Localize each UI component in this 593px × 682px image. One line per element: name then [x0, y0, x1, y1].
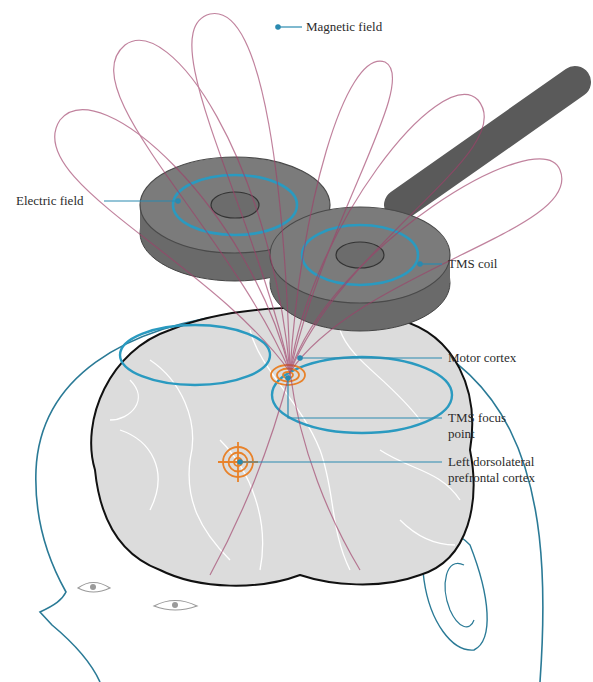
- part-label: TMS focus point: [448, 410, 520, 442]
- eye: [78, 583, 110, 593]
- part-label: Motor cortex: [448, 350, 578, 366]
- part-label: Magnetic field: [306, 19, 446, 35]
- pupil: [90, 584, 96, 590]
- part-label: TMS coil: [448, 256, 578, 272]
- coil-hole: [336, 242, 384, 268]
- induced-electric-field: [120, 325, 270, 385]
- coil-handle: [400, 82, 575, 205]
- ear-inner: [445, 563, 474, 627]
- brain: [91, 308, 473, 586]
- eye: [154, 601, 197, 611]
- magnetic-field-lines: [55, 13, 562, 575]
- pupil: [172, 602, 178, 608]
- part-label: Electric field: [16, 193, 104, 209]
- leader-lines: [104, 25, 442, 464]
- coil-top: [270, 207, 450, 303]
- part-label: Left dorsolateral prefrontal cortex: [448, 454, 570, 486]
